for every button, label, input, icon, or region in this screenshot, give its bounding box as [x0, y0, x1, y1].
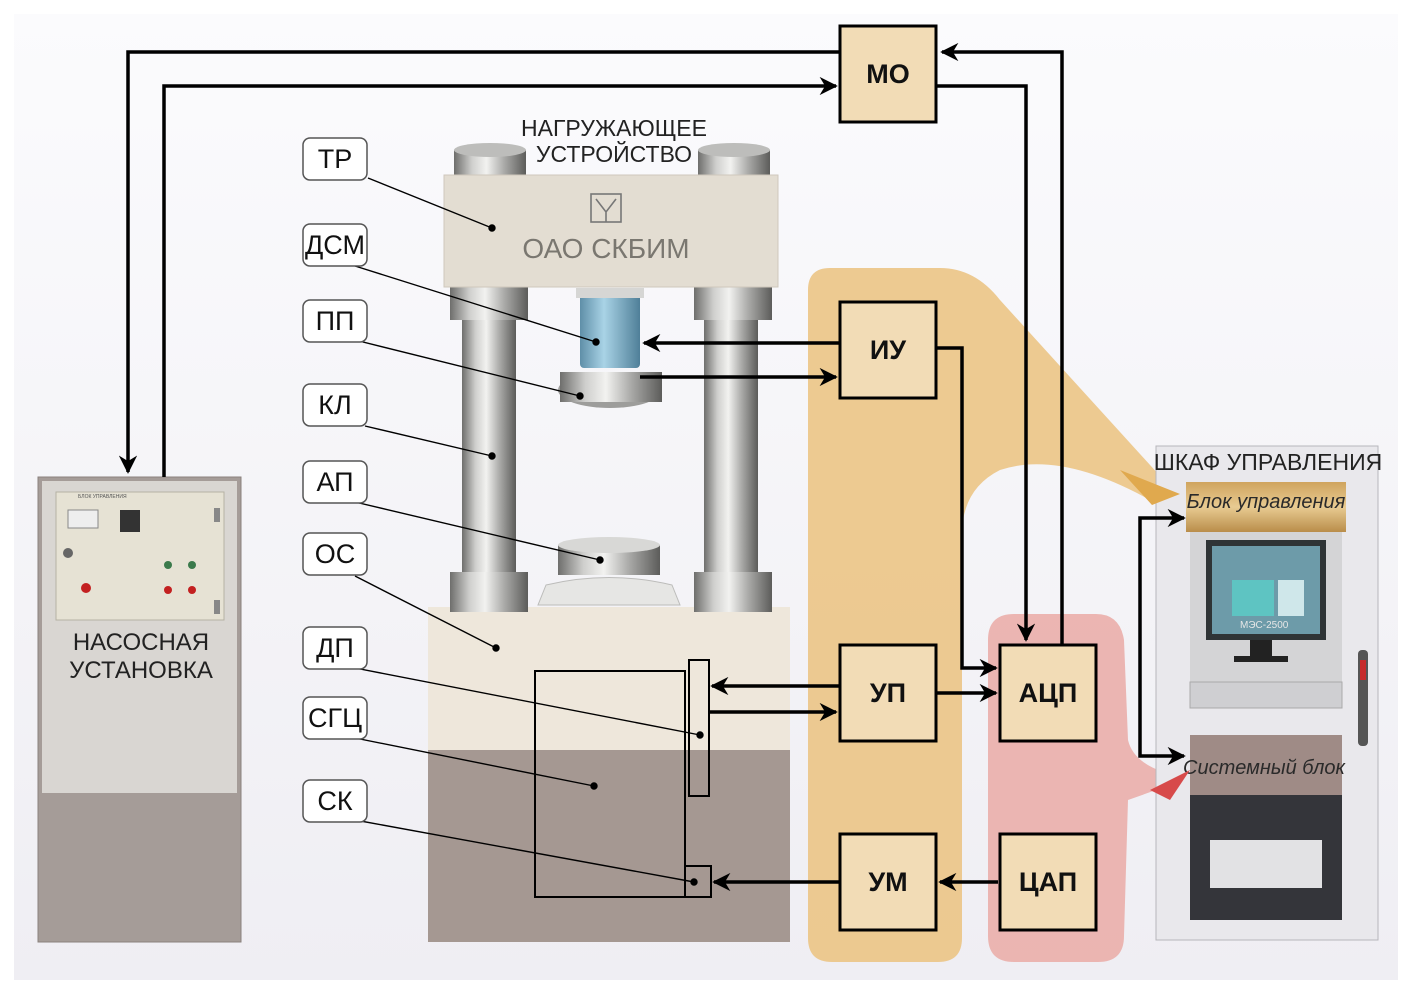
control-cabinet: МЭС-2500 [1155, 445, 1379, 941]
pump-unit: БЛОК УПРАВЛЕНИЯ НАСОСНАЯ УСТАНОВКА [37, 476, 242, 943]
tag-kl-text: КЛ [318, 390, 351, 420]
block-cap-label: ЦАП [1019, 867, 1077, 897]
line-mo-to-pump [118, 50, 840, 474]
control-unit-label: Блок управления [1187, 491, 1346, 513]
leader-lines [354, 177, 704, 886]
press-title-line2: УСТРОЙСТВО [536, 140, 692, 167]
connections [118, 42, 1186, 892]
block-um: УМ [838, 832, 938, 932]
line-acp-to-mo [940, 42, 1064, 646]
block-up-label: УП [870, 678, 906, 708]
system-unit-label: Системный блок [1183, 757, 1346, 779]
tag-tr: ТР [302, 137, 368, 181]
logo-icon [590, 193, 622, 223]
tag-sgc-text: СГЦ [308, 703, 362, 733]
svg-text:БЛОК УПРАВЛЕНИЯ: БЛОК УПРАВЛЕНИЯ [78, 494, 127, 500]
tag-dp: ДП [302, 626, 368, 670]
cabinet-title: ШКАФ УПРАВЛЕНИЯ [1154, 449, 1382, 475]
block-up: УП [838, 643, 938, 743]
block-cap: ЦАП [998, 832, 1098, 932]
block-mo-label: МО [866, 59, 910, 89]
control-unit-callout [1120, 470, 1180, 505]
yellow-region [808, 268, 1180, 962]
loading-device: ОАО СКБИМ [428, 143, 790, 942]
tag-sk-text: СК [317, 786, 352, 816]
line-mo-to-acp [936, 84, 1036, 642]
tag-dsm: ДСМ [302, 223, 368, 267]
tag-sgc: СГЦ [302, 696, 368, 740]
block-acp-label: АЦП [1019, 678, 1078, 708]
tag-pp-text: ПП [316, 306, 355, 336]
tag-os-text: ОС [315, 539, 356, 569]
tag-kl: КЛ [302, 383, 368, 427]
block-acp: АЦП [998, 643, 1098, 743]
pump-label-line2: УСТАНОВКА [69, 657, 213, 684]
press-brand: ОАО СКБИМ [522, 233, 689, 264]
line-cabinet-bus [1138, 508, 1186, 766]
tag-ap: АП [302, 460, 368, 504]
tag-pp: ПП [302, 299, 368, 343]
tag-os: ОС [302, 532, 368, 576]
line-iu-to-acp [936, 346, 998, 678]
system-unit-callout [1150, 770, 1190, 800]
tag-tr-text: ТР [318, 144, 353, 174]
block-mo: МО [838, 24, 938, 124]
tag-sk: СК [302, 779, 368, 823]
tag-ap-text: АП [316, 467, 353, 497]
monitor-text: МЭС-2500 [1240, 620, 1289, 631]
press-title-line1: НАГРУЖАЮЩЕЕ [521, 115, 707, 141]
block-iu: ИУ [838, 300, 938, 400]
block-um-label: УМ [868, 867, 907, 897]
tag-dp-text: ДП [316, 633, 354, 663]
tag-dsm-text: ДСМ [305, 230, 365, 260]
line-pump-to-mo [162, 76, 838, 477]
block-iu-label: ИУ [870, 335, 907, 365]
pump-label-line1: НАСОСНАЯ [73, 629, 209, 656]
